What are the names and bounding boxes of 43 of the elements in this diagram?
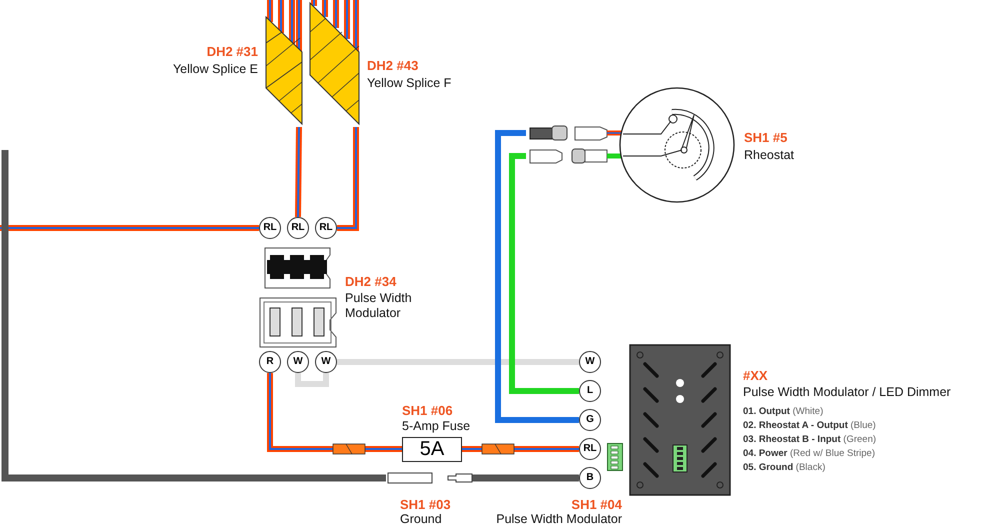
- pin-list-item: 03. Rheostat B - Input (Green): [743, 434, 876, 446]
- pin-marker: L: [579, 380, 601, 402]
- pin-marker: RL: [259, 217, 281, 239]
- part-number: SH1 #5: [744, 130, 788, 145]
- pin-marker: G: [579, 409, 601, 431]
- wire: [295, 126, 302, 218]
- part-number: DH2 #31: [206, 44, 258, 59]
- pin-marker: W: [287, 351, 309, 373]
- wire: [0, 225, 259, 231]
- fuse-box: 5A: [402, 437, 462, 462]
- part-number: SH1 #04: [571, 497, 622, 512]
- part-name: Rheostat: [744, 148, 794, 163]
- part-number: SH1 #06: [402, 403, 453, 418]
- part-name: 5-Amp Fuse: [402, 419, 470, 434]
- part-name: Pulse Width Modulator: [345, 291, 413, 321]
- pin-marker: W: [579, 351, 601, 373]
- pin-marker: RL: [315, 217, 337, 239]
- wire: [472, 474, 579, 482]
- pin-marker: RL: [579, 438, 601, 460]
- pin-list-item: 04. Power (Red w/ Blue Stripe): [743, 448, 876, 460]
- part-name: Pulse Width Modulator: [496, 512, 622, 526]
- part-name: Ground: [400, 512, 442, 526]
- wire: [337, 359, 579, 365]
- part-name: Yellow Splice E: [172, 62, 258, 77]
- pin-marker: W: [315, 351, 337, 373]
- part-number: DH2 #34: [345, 274, 396, 289]
- wire: [296, 0, 302, 54]
- part-name: Yellow Splice F: [367, 76, 452, 91]
- pin-marker: B: [579, 467, 601, 489]
- part-number: DH2 #43: [367, 58, 418, 73]
- wire: [295, 373, 329, 387]
- pin-list-item: 05. Ground (Black): [743, 462, 826, 474]
- pin-marker: RL: [287, 217, 309, 239]
- wire: [337, 127, 359, 231]
- wire: [353, 0, 359, 51]
- wire: [509, 153, 579, 394]
- pin-marker: R: [259, 351, 281, 373]
- part-name: Pulse Width Modulator / LED Dimmer: [743, 385, 951, 400]
- part-number: #XX: [743, 368, 768, 383]
- wire: [2, 150, 386, 482]
- pin-list-item: 02. Rheostat A - Output (Blue): [743, 420, 876, 432]
- pin-list-item: 01. Output (White): [743, 406, 824, 418]
- part-number: SH1 #03: [400, 497, 451, 512]
